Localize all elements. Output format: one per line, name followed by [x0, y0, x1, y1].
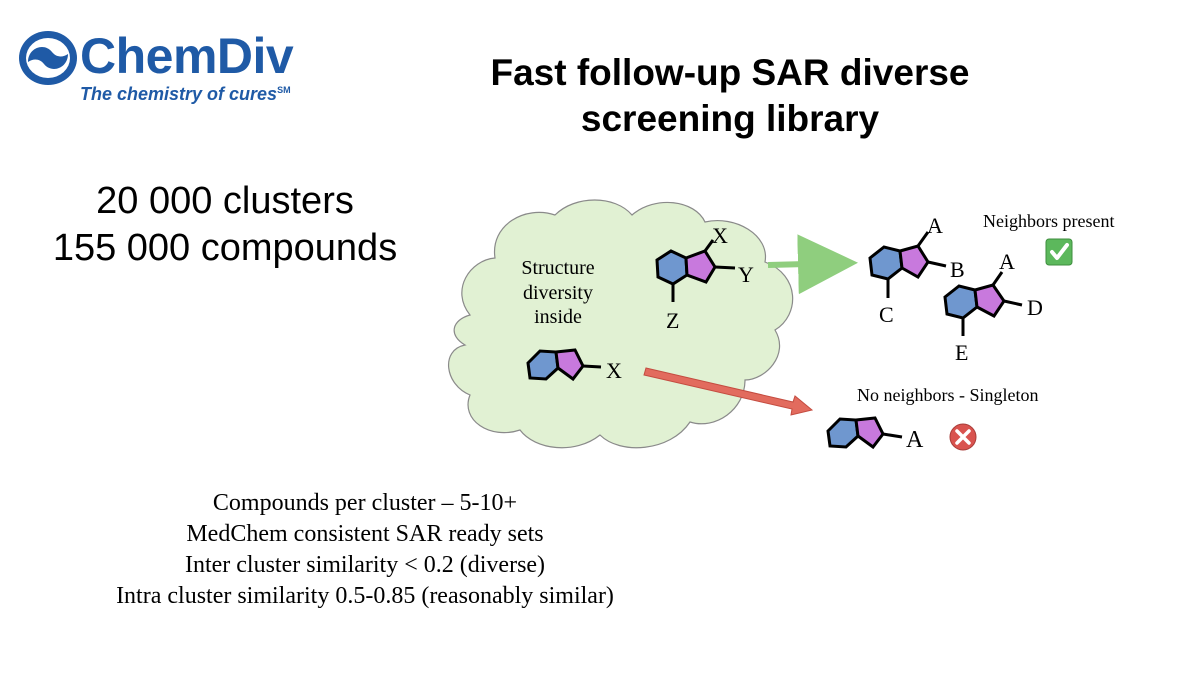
cross-icon	[949, 423, 977, 451]
title-line-2: screening library	[580, 98, 880, 139]
neighbor2-label-a: A	[999, 249, 1015, 274]
chemdiv-logo-mark-icon	[19, 31, 77, 85]
cloud-label-line-3: inside	[534, 306, 582, 328]
cluster-diagram: Structure diversity inside X Y Z X	[448, 199, 1114, 453]
pentagon-ring	[684, 249, 717, 284]
compounds-count: 155 000 compounds	[52, 227, 398, 269]
service-mark: SM	[277, 85, 291, 95]
pentagon-ring	[898, 244, 930, 279]
pentagon-ring	[554, 348, 585, 382]
cluster-molecule	[655, 239, 736, 302]
substituent-x-singleton: X	[606, 358, 622, 383]
substituent-z: Z	[666, 308, 679, 333]
hexagon-ring	[868, 245, 904, 281]
singleton-label: No neighbors - Singleton	[857, 385, 1039, 405]
substituent-x: X	[712, 223, 728, 248]
neighbor1-label-a: A	[927, 213, 943, 238]
singleton-molecule-in-cluster	[526, 348, 602, 382]
singleton-arrow	[643, 367, 814, 416]
neighbor-molecule-2	[943, 271, 1023, 336]
property-line: Inter cluster similarity < 0.2 (diverse)	[184, 552, 546, 578]
chemdiv-logo: ChemDiv The chemistry of curesSM	[18, 24, 318, 114]
cloud-label-line-2: diversity	[523, 282, 593, 304]
hexagon-ring	[655, 249, 689, 286]
clusters-count: 20 000 clusters	[96, 180, 354, 222]
property-line: Intra cluster similarity 0.5-0.85 (reaso…	[116, 583, 614, 609]
library-properties: Compounds per cluster – 5-10+ MedChem co…	[60, 488, 670, 612]
neighbor2-label-e: E	[955, 340, 968, 365]
cloud-label-line-1: Structure	[521, 257, 594, 279]
logo-tagline: The chemistry of curesSM	[80, 84, 291, 105]
substituent-y: Y	[738, 262, 754, 287]
neighbors-present-label: Neighbors present	[983, 211, 1114, 231]
title-line-1: Fast follow-up SAR diverse	[490, 52, 970, 93]
neighbor2-label-d: D	[1027, 295, 1043, 320]
property-line: MedChem consistent SAR ready sets	[186, 521, 544, 547]
singleton-substituent-a: A	[906, 427, 924, 453]
neighbor-molecule-1	[868, 231, 947, 298]
logo-tagline-text: The chemistry of cures	[80, 84, 278, 104]
pentagon-ring	[973, 283, 1006, 318]
pentagon-ring	[854, 416, 885, 450]
property-line: Compounds per cluster – 5-10+	[212, 490, 518, 516]
cluster-cloud	[448, 199, 794, 449]
neighbor1-label-b: B	[950, 257, 965, 282]
logo-wordmark: ChemDiv	[80, 28, 294, 84]
hexagon-ring	[826, 417, 860, 449]
singleton-result-molecule	[826, 416, 903, 450]
checkmark-icon	[1045, 238, 1073, 266]
page-title: Fast follow-up SAR diverse screening lib…	[420, 50, 1040, 142]
neighbor1-label-c: C	[879, 302, 894, 327]
hexagon-ring	[943, 284, 979, 320]
neighbors-arrow	[767, 234, 858, 295]
library-stats: 20 000 clusters 155 000 compounds	[30, 178, 420, 272]
